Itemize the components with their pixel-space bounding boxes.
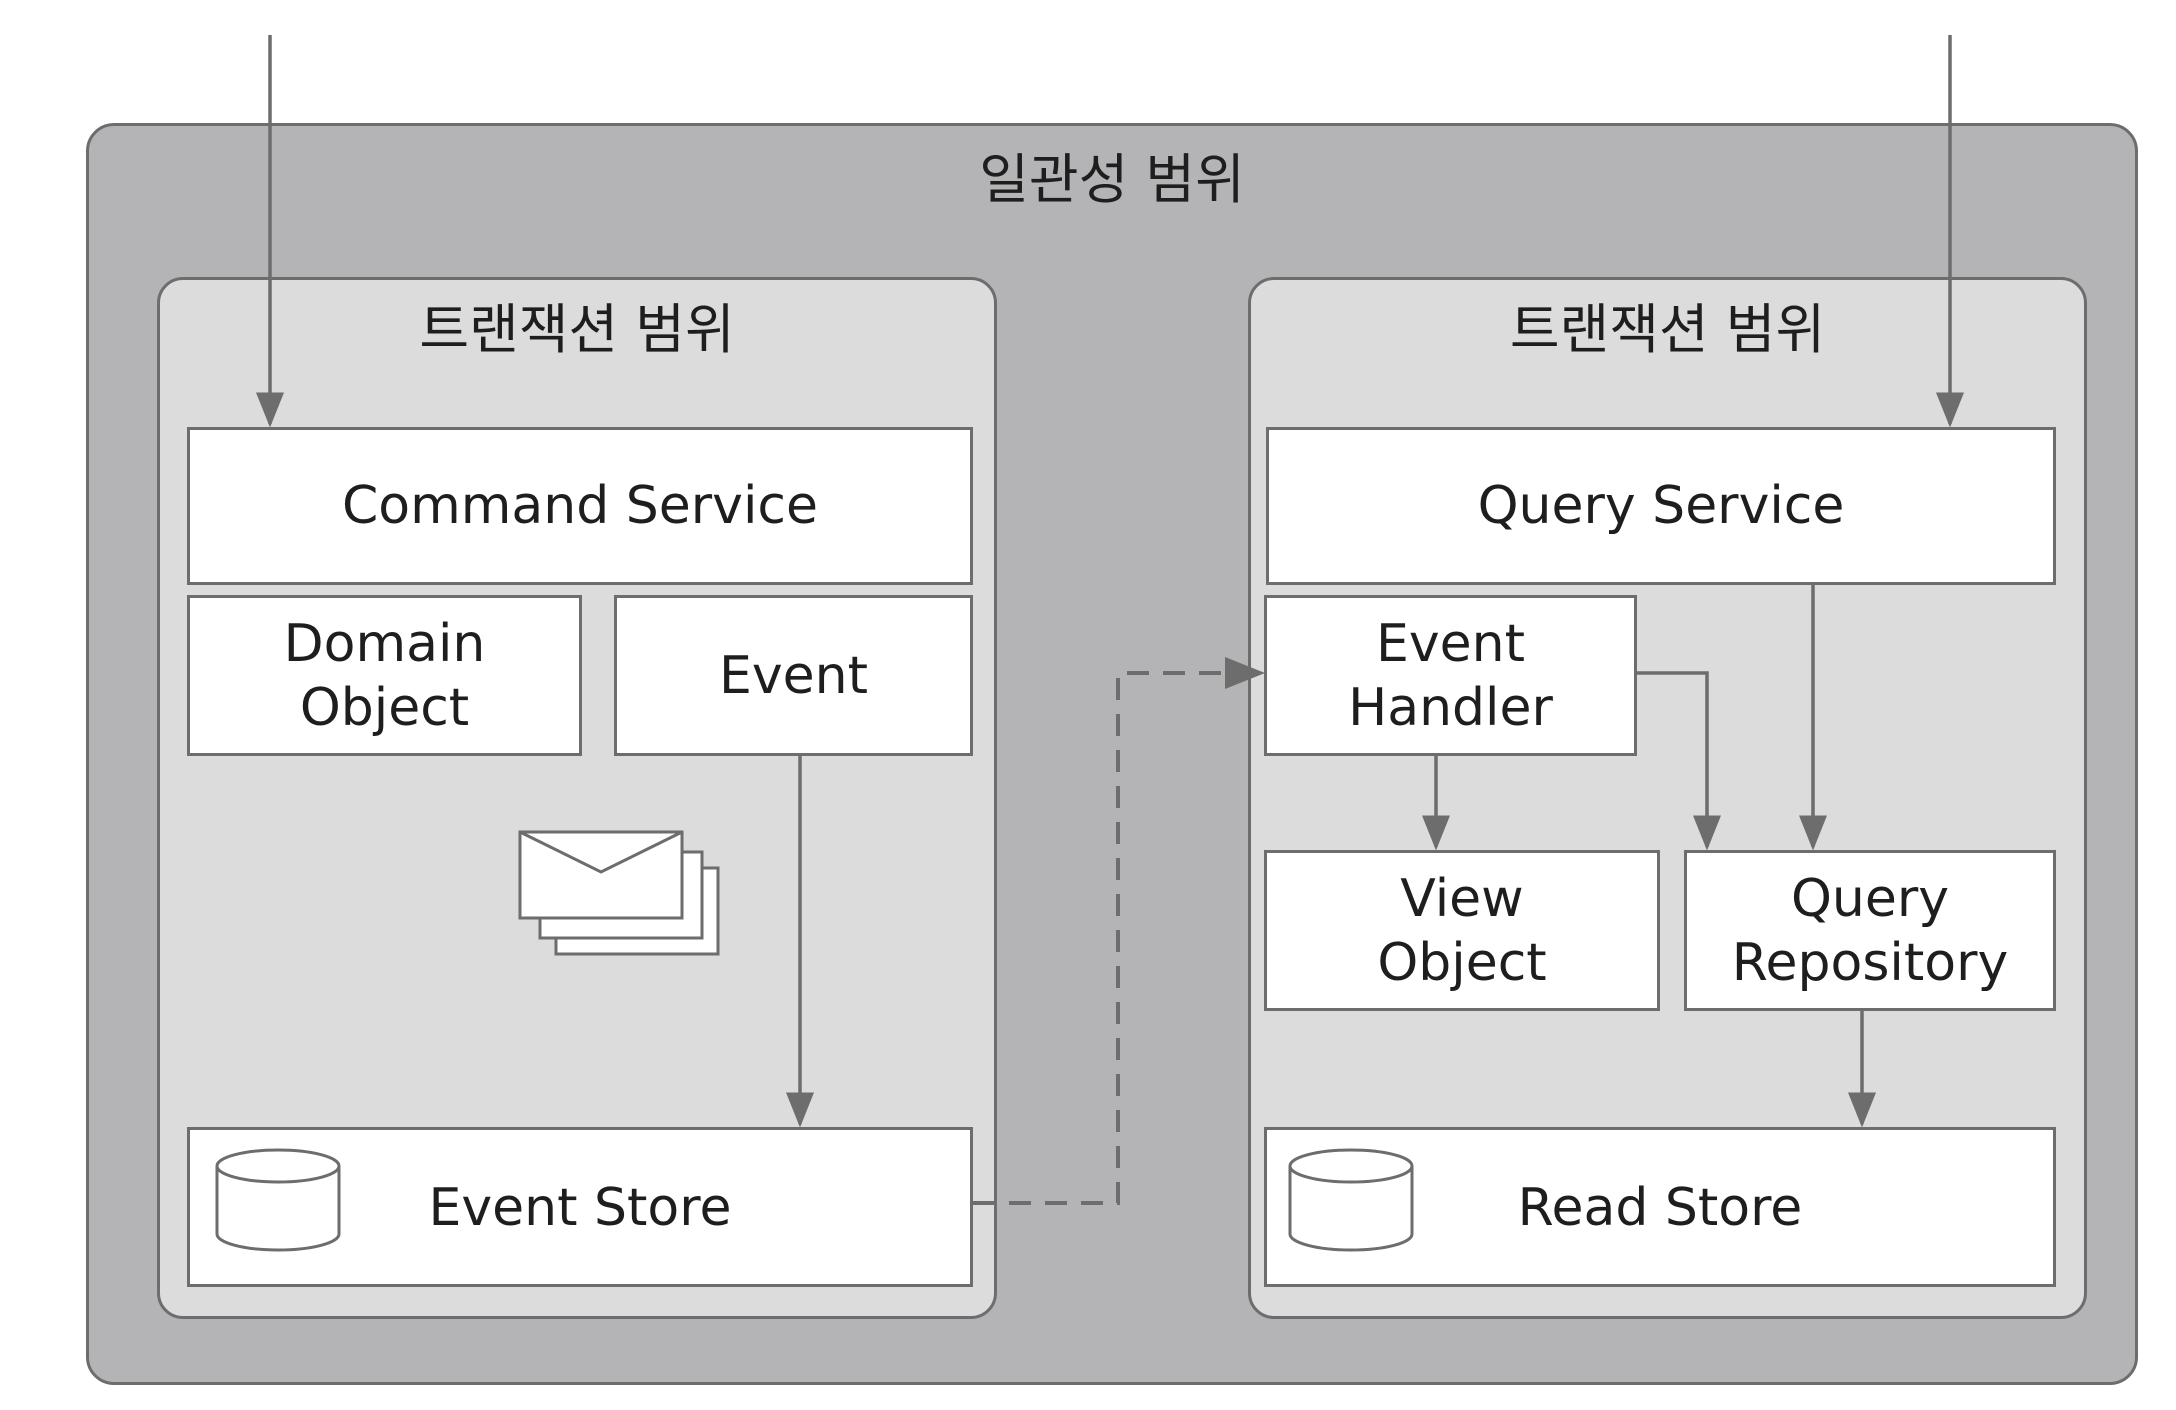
stacked-envelopes-icon [518,830,720,956]
event-store-label: Event Store [428,1178,732,1238]
domain-object-box: Domain Object [187,595,582,756]
handler-to-repository-arrow [1637,671,1721,851]
view-object-box: View Object [1264,850,1660,1011]
consistency-scope-label: 일관성 범위 [979,148,1245,211]
command-transaction-label: 트랜잭션 범위 [419,298,735,361]
event-publish-dashed-arrow [973,657,1265,1205]
event-box: Event [614,595,973,756]
query-repository-box: Query Repository [1684,850,2056,1011]
command-service-box: Command Service [187,427,973,585]
query-transaction-label: 트랜잭션 범위 [1509,298,1826,361]
event-store-database-icon [215,1148,341,1252]
event-handler-box: Event Handler [1264,595,1637,756]
read-store-label: Read Store [1517,1178,1803,1238]
read-store-database-icon [1288,1148,1414,1252]
query-service-box: Query Service [1266,427,2056,585]
